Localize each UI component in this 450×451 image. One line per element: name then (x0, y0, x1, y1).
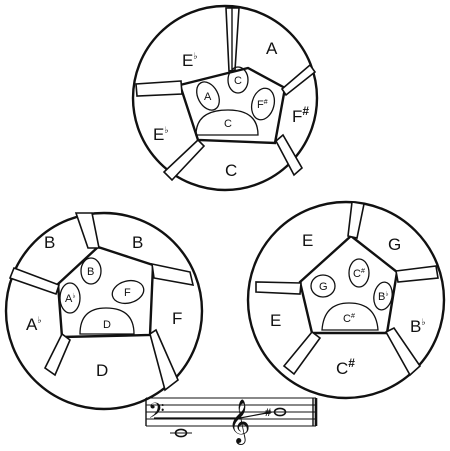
pan-left-note-4-label: D (103, 319, 111, 331)
range-connector-2 (239, 411, 273, 419)
pan-right-pentagon (298, 234, 399, 335)
pan-top-dividers (135, 7, 317, 182)
pan-top-note-2 (227, 66, 249, 94)
pan-left-note-3 (59, 282, 81, 314)
pan-top-note-1-label: A (204, 91, 212, 103)
pan-top-section-3: F# (292, 104, 309, 126)
pan-right-note-4 (321, 302, 379, 331)
pan-left-section-1: B (44, 233, 55, 252)
pan-right-note-2 (348, 258, 370, 288)
pan-top-section-2: A (266, 39, 278, 58)
pan-left-note-2-label: F (124, 287, 131, 299)
pan-top-note-3 (250, 87, 276, 121)
pan-left-rim (4, 211, 204, 411)
low-note (174, 428, 188, 438)
pan-right-dividers (255, 201, 439, 377)
pan-top-section-5: E♭ (153, 125, 169, 144)
pan-top-section-1: E♭ (182, 51, 198, 70)
pan-left-note-2 (111, 279, 145, 305)
pan-right-section-4: C# (336, 356, 355, 378)
pan-top-rim (131, 4, 319, 192)
pan-left-pentagon (56, 245, 155, 339)
pan-top-note-4 (195, 109, 259, 136)
pan-right: E G B♭ C# E G C# B♭ C# (246, 200, 446, 400)
pan-top-note-3-label: F# (257, 99, 268, 111)
pan-right-section-3: B♭ (410, 317, 426, 336)
pan-right-note-2-label: C# (353, 268, 365, 280)
pan-top-note-2-label: C (234, 75, 242, 87)
bass-clef-icon: 𝄢 (148, 399, 165, 429)
pan-top-note-1 (196, 81, 220, 111)
pan-right-note-1-label: G (319, 281, 328, 293)
pan-left-section-5: A♭ (26, 315, 42, 334)
pan-left-dividers (8, 212, 195, 392)
pan-left-section-3: F (172, 309, 182, 328)
pan-right-section-5: E (270, 311, 281, 330)
pan-left-section-2: B (132, 233, 143, 252)
pan-left: B B F D A♭ B F A♭ D (4, 211, 204, 411)
treble-clef-icon: 𝄞 (228, 399, 250, 445)
pan-top-pentagon (178, 66, 287, 145)
pan-left-note-3-label: A♭ (65, 292, 76, 305)
pan-left-note-1-label: B (87, 266, 94, 278)
pan-right-note-4-label: C# (343, 313, 355, 325)
pan-right-rim (246, 200, 446, 400)
high-note (273, 407, 287, 417)
pan-top: E♭ A F# C E♭ A C F# C (131, 4, 319, 192)
pan-top-note-4-label: C (224, 118, 232, 130)
range-staff: 𝄢 𝄞 # (145, 397, 318, 445)
pan-right-section-2: G (388, 235, 401, 254)
pan-right-note-1 (310, 274, 336, 298)
pan-right-section-1: E (302, 231, 313, 250)
pan-top-section-4: C (225, 161, 237, 180)
pan-right-note-3 (373, 281, 393, 311)
pan-left-note-1 (80, 257, 102, 285)
staff-lines (146, 397, 316, 427)
pan-left-section-4: D (96, 361, 108, 380)
pan-right-note-3-label: B♭ (378, 290, 389, 303)
pan-left-note-4 (79, 307, 135, 335)
